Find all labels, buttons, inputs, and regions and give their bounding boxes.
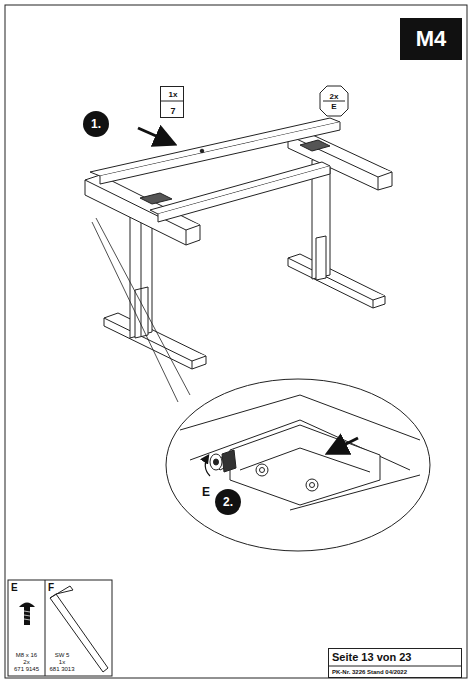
part-cell: E M8 x 162x671 9145	[8, 580, 45, 676]
leader-line	[92, 222, 178, 402]
node-text: E	[320, 103, 348, 111]
callout-number: 2.	[215, 489, 241, 515]
step-badge: M4	[400, 18, 462, 60]
hex-key-icon	[50, 586, 108, 672]
node-text: PK-Nr. 3226 Stand 04/2022	[332, 669, 407, 675]
node-text: 681 3013	[45, 666, 79, 672]
desk-frame	[85, 118, 392, 369]
node-heading: Seite 13 von 23	[332, 652, 412, 663]
page-footer: Seite 13 von 23 PK-Nr. 3226 Stand 04/2022	[328, 648, 462, 678]
part-letter: E	[201, 486, 211, 498]
node-heading: F	[48, 583, 54, 593]
node-text: 1x	[45, 659, 79, 665]
part-cell: F SW 51x681 3013	[45, 580, 112, 676]
page-border	[5, 5, 467, 678]
part-count-octagon: 2xE	[320, 86, 348, 116]
node-heading: 1.	[83, 118, 109, 130]
node-text: 7	[161, 107, 185, 116]
node-heading: 1x	[161, 91, 185, 99]
node-heading: 2.	[215, 496, 241, 508]
callout-number: 1.	[83, 111, 109, 137]
zoom-detail	[166, 379, 430, 551]
node-heading: E	[11, 583, 18, 593]
node-heading: 2x	[320, 93, 348, 101]
screw-icon	[19, 603, 35, 626]
node-text: 671 9145	[8, 666, 45, 672]
parts-table	[8, 580, 112, 676]
part-count-box: 1x 7	[160, 86, 184, 118]
node-heading: M4	[400, 28, 462, 50]
node-text: 2x	[8, 659, 45, 665]
node-text: M8 x 16	[8, 652, 45, 658]
node-text: SW 5	[45, 652, 79, 658]
node-outline	[320, 86, 348, 116]
leader-line	[96, 218, 190, 395]
direction-arrow	[138, 128, 172, 143]
